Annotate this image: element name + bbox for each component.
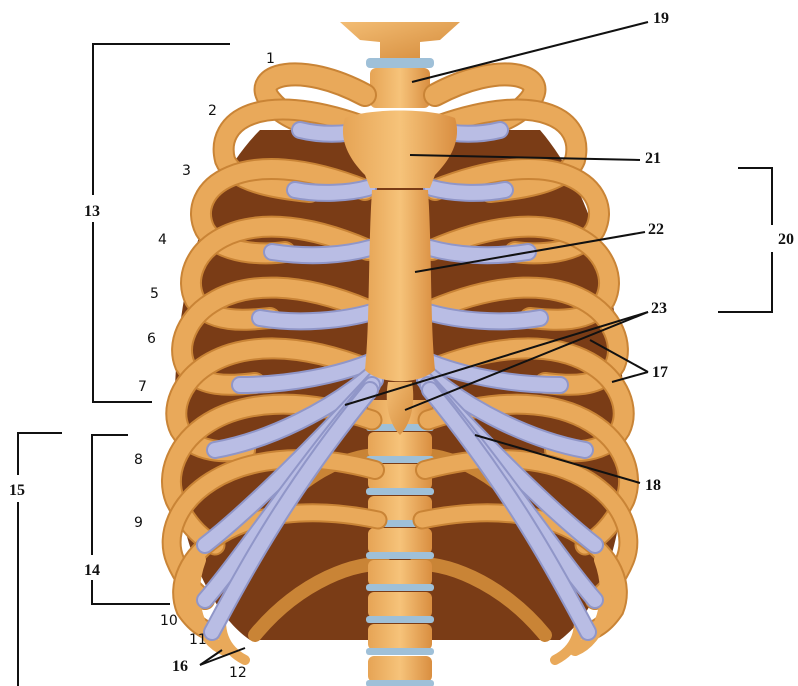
callout-19: 19 <box>653 11 669 27</box>
rib-label-1: 1 <box>266 51 275 67</box>
callout-13-true-ribs: 13 <box>84 204 100 220</box>
rib-label-2: 2 <box>208 103 217 119</box>
rib-label-4: 4 <box>158 232 167 248</box>
vertebra-body <box>368 624 432 650</box>
intervertebral-disc-top <box>366 58 434 68</box>
rib-label-8: 8 <box>134 452 143 468</box>
rib-label-7: 7 <box>138 379 147 395</box>
bracket-14-top <box>92 435 128 555</box>
vertebra-body <box>368 656 432 682</box>
callout-22: 22 <box>648 222 664 238</box>
callout-18: 18 <box>645 478 661 494</box>
sternal-body <box>365 190 435 381</box>
vertebra-body <box>368 528 432 554</box>
bracket-20-top <box>738 168 772 225</box>
callout-15: 15 <box>9 483 25 499</box>
bracket-13-bottom <box>93 222 152 402</box>
intervertebral-disc <box>366 488 434 495</box>
costal-cartilage-2-right <box>432 188 505 193</box>
bracket-14-bottom <box>92 580 170 604</box>
intervertebral-disc <box>366 616 434 623</box>
rib-label-12: 12 <box>229 665 247 681</box>
rib-label-3: 3 <box>182 163 191 179</box>
rib-label-5: 5 <box>150 286 159 302</box>
costal-cartilage-3-left <box>272 248 370 255</box>
callout-16-floating-ribs: 16 <box>172 659 188 675</box>
vertebra-t1 <box>340 22 460 58</box>
bracket-20-bottom <box>718 252 772 312</box>
bracket-13-top <box>93 44 230 195</box>
callout-20: 20 <box>778 232 794 248</box>
callout-17: 17 <box>652 365 668 381</box>
vertebra-body <box>368 592 432 618</box>
costal-cartilage-2-left <box>295 188 368 193</box>
intervertebral-disc <box>366 680 434 686</box>
rib-label-9: 9 <box>134 515 143 531</box>
vertebra-t2 <box>370 68 430 108</box>
callout-21: 21 <box>645 151 661 167</box>
vertebra-body <box>368 432 432 458</box>
rib-label-11: 11 <box>189 632 207 648</box>
intervertebral-disc <box>366 648 434 655</box>
callout-23: 23 <box>651 301 667 317</box>
intervertebral-disc <box>366 552 434 559</box>
rib-label-6: 6 <box>147 331 156 347</box>
vertebra-body <box>368 560 432 586</box>
bracket-15-top <box>18 433 62 475</box>
rib-label-10: 10 <box>160 613 178 629</box>
callout-14-false-ribs: 14 <box>84 563 100 579</box>
intervertebral-disc <box>366 584 434 591</box>
